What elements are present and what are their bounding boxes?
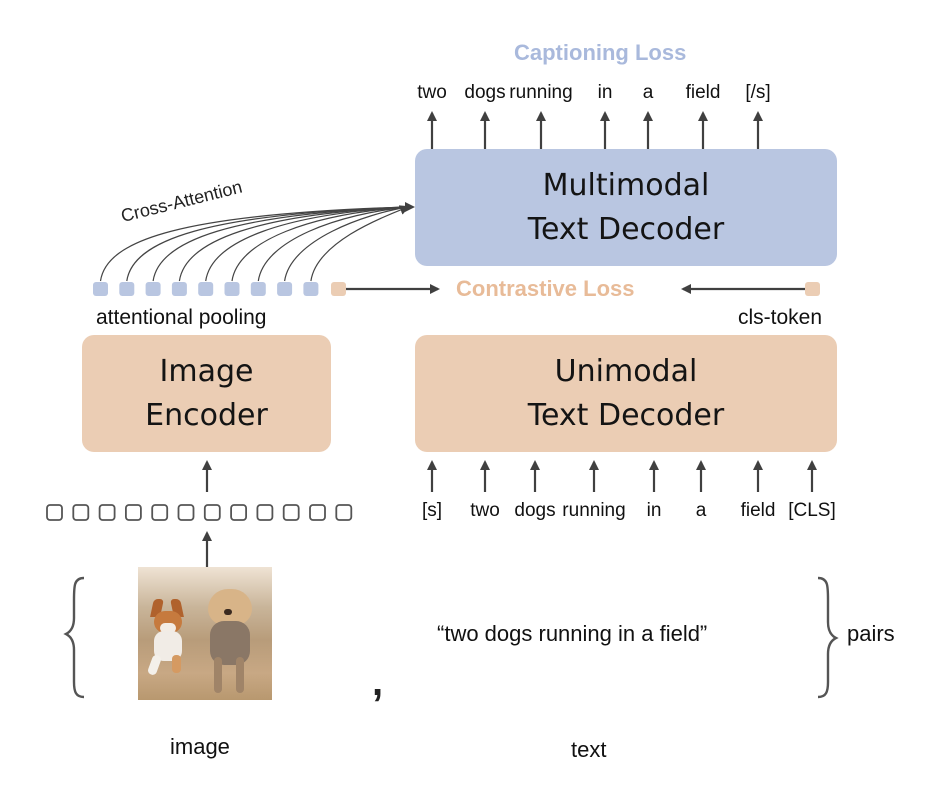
image-encoder-title-line1: Image xyxy=(159,354,254,389)
input-token: [s] xyxy=(421,500,443,521)
cross-attention-curve xyxy=(310,205,410,282)
image-encoder-title-line2: Encoder xyxy=(145,397,268,433)
image-patch-token xyxy=(203,504,221,521)
pooled-query-token xyxy=(277,282,293,296)
output-token: in xyxy=(597,82,613,103)
cross-attention-curve xyxy=(178,206,409,282)
output-token: two xyxy=(417,82,447,103)
cross-attention-curve xyxy=(284,206,409,282)
input-token: in xyxy=(646,500,662,521)
image-patch-token xyxy=(282,504,300,521)
input-token: a xyxy=(695,500,707,521)
pair-separator-comma: , xyxy=(372,660,384,704)
cross-attention-curve xyxy=(126,206,409,282)
unimodal-text-decoder: Unimodal Text Decoder xyxy=(415,335,837,452)
multimodal-decoder-title-line1: Multimodal xyxy=(542,168,710,203)
cross-attention-curve xyxy=(99,206,409,282)
right-brace xyxy=(817,576,839,699)
image-patch-token xyxy=(256,504,274,521)
pooled-query-token xyxy=(303,282,319,296)
output-token: dogs xyxy=(464,82,506,103)
image-patch-token xyxy=(230,504,248,521)
pooled-query-token xyxy=(145,282,161,296)
input-token: [CLS] xyxy=(788,500,836,521)
caption-text: “two dogs running in a field” xyxy=(437,621,708,646)
output-token: a xyxy=(642,82,654,103)
image-patch-token xyxy=(98,504,116,521)
pooled-query-token xyxy=(119,282,135,296)
image-label: image xyxy=(170,734,230,759)
left-brace xyxy=(63,576,85,699)
input-token: two xyxy=(470,500,500,521)
image-patch-token xyxy=(335,504,353,521)
contrastive-loss-label: Contrastive Loss xyxy=(456,276,635,301)
output-token: [/s] xyxy=(745,82,771,103)
cross-attention-curve xyxy=(205,206,409,282)
multimodal-decoder-title-line2: Text Decoder xyxy=(527,211,725,247)
unimodal-decoder-title-line2: Text Decoder xyxy=(527,397,725,433)
output-token: field xyxy=(685,82,721,103)
pooled-query-token xyxy=(93,282,108,296)
cls-token-label: cls-token xyxy=(738,306,823,329)
input-token: field xyxy=(740,500,776,521)
image-cls-embedding xyxy=(331,282,346,296)
text-cls-embedding xyxy=(805,282,820,296)
corgi-figure xyxy=(146,599,188,679)
attentional-pooling-label: attentional pooling xyxy=(96,306,267,329)
pairs-label: pairs xyxy=(847,621,895,646)
pooled-query-token xyxy=(171,282,187,296)
input-token: running xyxy=(562,500,626,521)
image-patch-token xyxy=(72,504,90,521)
dogs-photo xyxy=(138,567,272,700)
image-patch-token xyxy=(151,504,169,521)
cross-attention-curve xyxy=(257,206,409,282)
output-token: running xyxy=(509,82,573,103)
multimodal-text-decoder: Multimodal Text Decoder xyxy=(415,149,837,266)
cross-attention-curve xyxy=(152,206,409,282)
image-patch-token xyxy=(309,504,326,521)
image-patch-token xyxy=(177,504,195,521)
input-token: dogs xyxy=(514,500,556,521)
pooled-query-token xyxy=(198,282,214,296)
cross-attention-curve xyxy=(231,206,409,282)
image-patch-token xyxy=(46,504,63,521)
image-encoder: Image Encoder xyxy=(82,335,331,452)
unimodal-decoder-title-line1: Unimodal xyxy=(554,354,698,389)
terrier-figure xyxy=(202,587,258,697)
pooled-query-token xyxy=(250,282,266,296)
text-label: text xyxy=(571,737,607,762)
pooled-query-token xyxy=(224,282,240,296)
captioning-loss-label: Captioning Loss xyxy=(514,40,687,65)
image-patch-token xyxy=(125,504,142,521)
